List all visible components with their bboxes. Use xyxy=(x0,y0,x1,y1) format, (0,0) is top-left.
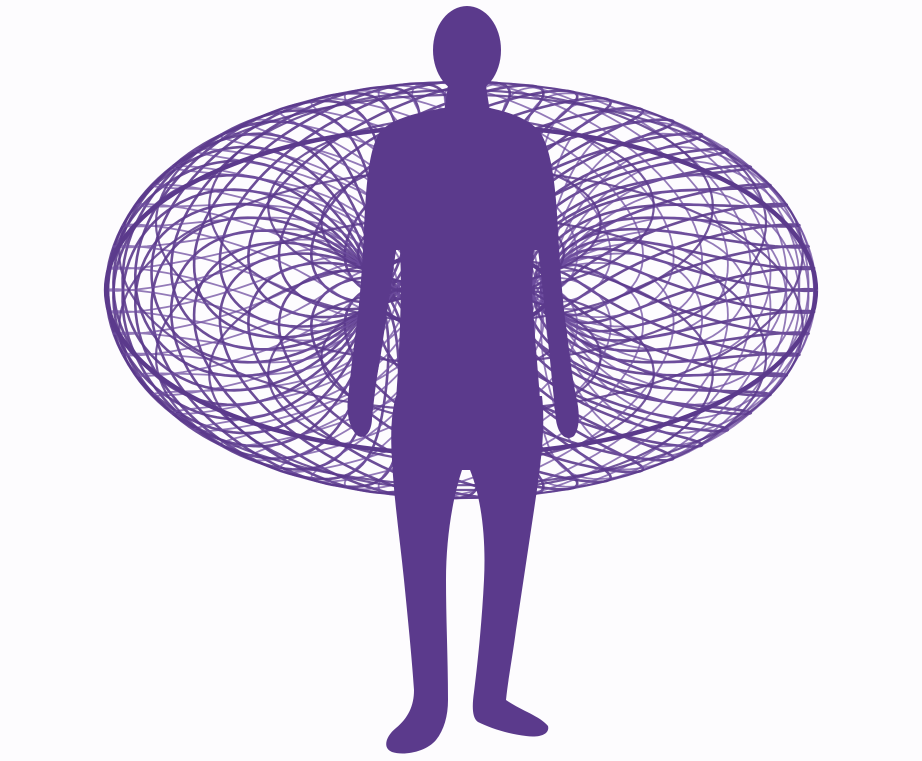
silhouette-legs xyxy=(386,396,548,754)
silhouette-head xyxy=(433,6,501,94)
